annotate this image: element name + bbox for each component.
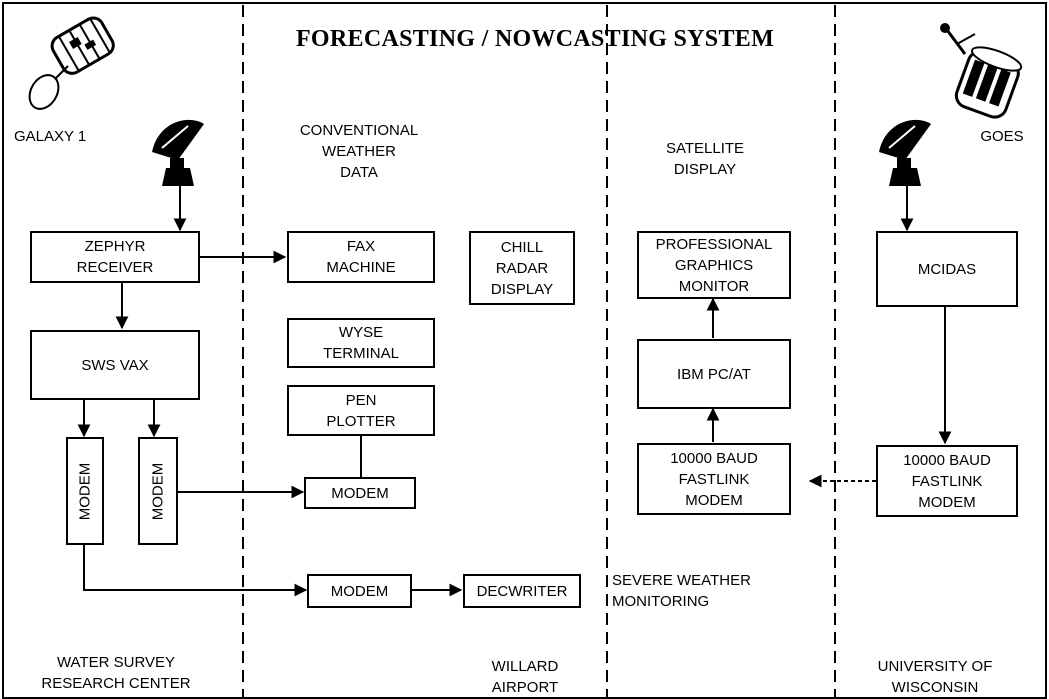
label-conventional-weather-data: CONVENTIONAL WEATHER DATA [299, 122, 419, 181]
ibm-pc-at-box: IBM PC/AT [637, 339, 791, 409]
modem-middle-box: MODEM [304, 477, 416, 509]
modem-left1-label: MODEM [76, 462, 94, 520]
modem-left2-box: MODEM [138, 437, 178, 545]
fax-machine-box: FAX MACHINE [287, 231, 435, 283]
label-galaxy-1: GALAXY 1 [14, 128, 87, 145]
decwriter-box: DECWRITER [463, 574, 581, 608]
satellite-dish-icon [152, 119, 204, 186]
chill-radar-display-box: CHILL RADAR DISPLAY [469, 231, 575, 305]
mcidas-box: MCIDAS [876, 231, 1018, 307]
sws-vax-box: SWS VAX [30, 330, 200, 400]
fastlink-modem-left-box: 10000 BAUD FASTLINK MODEM [637, 443, 791, 515]
modem-left1-box: MODEM [66, 437, 104, 545]
professional-graphics-monitor-box: PROFESSIONAL GRAPHICS MONITOR [637, 231, 791, 299]
modem-bottom-box: MODEM [307, 574, 412, 608]
label-willard-airport: WILLARD AIRPORT [491, 658, 559, 696]
label-goes: GOES [980, 128, 1024, 145]
zephyr-receiver-box: ZEPHYR RECEIVER [30, 231, 200, 283]
arrow-modem1-bottom [83, 545, 308, 597]
label-university-of-wisconsin: UNIVERSITY OF WISCONSIN [877, 658, 993, 696]
wyse-terminal-box: WYSE TERMINAL [287, 318, 435, 368]
fastlink-modem-right-box: 10000 BAUD FASTLINK MODEM [876, 445, 1018, 517]
pen-plotter-box: PEN PLOTTER [287, 385, 435, 436]
satellite-dish-icon [879, 119, 931, 186]
modem-left2-label: MODEM [149, 462, 167, 520]
label-satellite-display: SATELLITE DISPLAY [665, 140, 745, 178]
galaxy-satellite-icon [28, 16, 115, 110]
label-water-survey-research-center: WATER SURVEY RESEARCH CENTER [41, 654, 191, 692]
diagram-title: FORECASTING / NOWCASTING SYSTEM [295, 26, 775, 52]
label-severe-weather-monitoring: SEVERE WEATHER MONITORING [612, 572, 751, 610]
goes-satellite-icon [940, 23, 1023, 119]
